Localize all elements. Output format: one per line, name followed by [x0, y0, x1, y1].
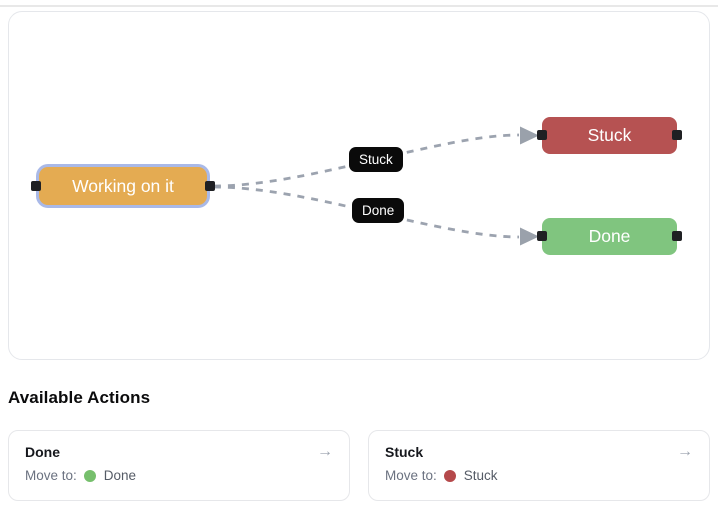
status-dot-stuck — [443, 469, 456, 482]
edge-arrowhead-done — [520, 227, 539, 246]
top-divider — [0, 5, 718, 7]
action-target-stuck: Stuck — [463, 468, 498, 483]
node-stuck-label: Stuck — [587, 125, 632, 145]
edge-label-stuck: Stuck — [349, 147, 403, 172]
arrow-right-icon: → — [317, 443, 333, 460]
handle-target-working[interactable] — [31, 181, 41, 191]
node-done-label: Done — [588, 226, 631, 246]
move-to-label: Move to: — [25, 468, 77, 483]
handle-target-stuck[interactable] — [537, 130, 547, 140]
node-working-on-it[interactable]: Working on it — [31, 167, 215, 205]
node-stuck[interactable]: Stuck — [537, 117, 682, 154]
edge-label-done: Done — [352, 198, 405, 223]
arrow-right-icon: → — [677, 443, 693, 460]
action-card-stuck[interactable]: Stuck → Move to: Stuck — [368, 430, 710, 501]
action-target-done: Done — [103, 468, 137, 483]
handle-target-done[interactable] — [537, 231, 547, 241]
actions-row: Done → Move to: Done Stuck → Move to: St… — [8, 430, 710, 501]
node-done[interactable]: Done — [537, 218, 682, 255]
handle-source-done[interactable] — [672, 231, 682, 241]
flow-canvas[interactable]: Working on it Stuck Done Stuck Done — [8, 11, 710, 360]
handle-source-working[interactable] — [205, 181, 215, 191]
edge-arrowhead-stuck — [520, 126, 539, 145]
node-working-on-it-label: Working on it — [72, 175, 174, 196]
action-card-done[interactable]: Done → Move to: Done — [8, 430, 350, 501]
handle-source-stuck[interactable] — [672, 130, 682, 140]
action-title-stuck: Stuck — [385, 444, 424, 460]
status-dot-done — [83, 469, 96, 482]
action-title-done: Done — [25, 444, 60, 460]
available-actions-heading: Available Actions — [8, 388, 151, 407]
move-to-label: Move to: — [385, 468, 437, 483]
